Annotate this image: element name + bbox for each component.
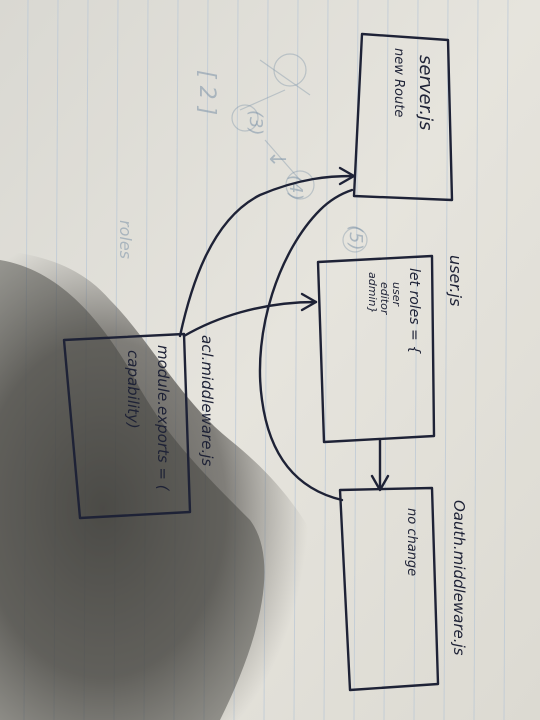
ghost-text-3: (3) (245, 110, 266, 136)
oauth-middleware-label: Oauth.middleware.js (450, 500, 468, 656)
flow-arrows (178, 166, 390, 502)
users-roles-line1: let roles = { (406, 268, 422, 354)
ghost-text-5: (5) (345, 225, 366, 251)
bleed-through-writing: [ 2 ] ↓ (3) (4) (5) roles (116, 53, 368, 259)
server-js-title: server.js (415, 55, 436, 130)
users-roles-line3: editor (378, 282, 391, 316)
hand-shadow (0, 250, 343, 720)
ghost-text-1: [ 2 ] (194, 70, 219, 115)
acl-middleware-label: acl.middleware.js (198, 335, 216, 466)
oauth-middleware-box: Oauth.middleware.js no change (338, 486, 468, 692)
ghost-text-2: ↓ (264, 150, 289, 168)
acl-code-line1: module.exports = ( (154, 345, 172, 492)
users-js-box: user.js let roles = { user editor admin} (316, 254, 465, 444)
acl-middleware-box: acl.middleware.js module.exports = ( cap… (62, 332, 216, 520)
server-js-line: new Route (391, 48, 406, 117)
oauth-no-change: no change (404, 508, 419, 576)
ghost-text-4: (4) (285, 175, 306, 201)
users-roles-line2: user (390, 282, 403, 307)
ghost-text-6: roles (116, 220, 135, 259)
users-roles-line4: admin} (366, 272, 379, 313)
users-js-label: user.js (446, 255, 465, 306)
server-js-box: server.js new Route (352, 32, 454, 202)
acl-code-line2: capability) (124, 350, 142, 429)
